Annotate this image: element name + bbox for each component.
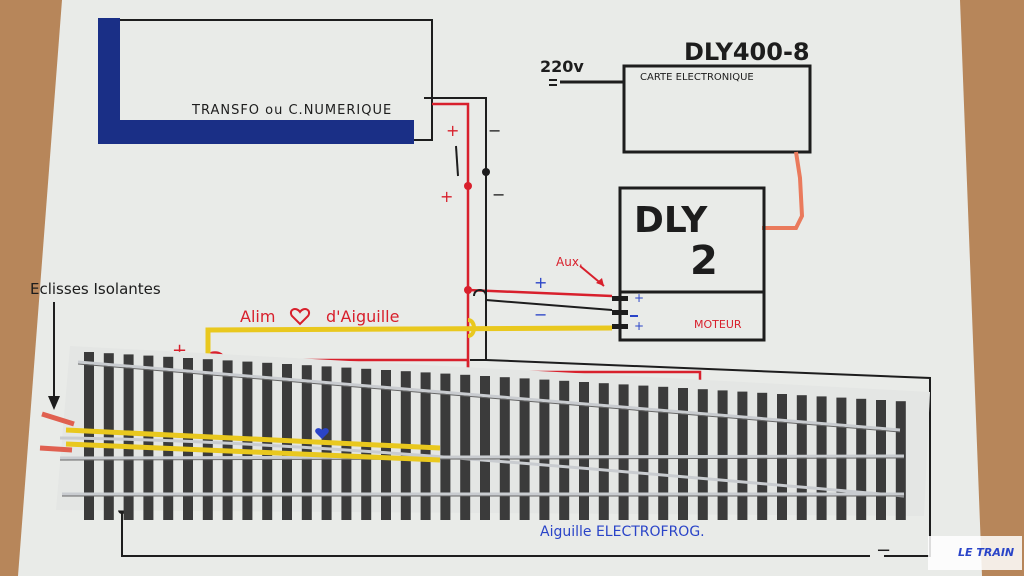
dly2-box: DLY 2 MOTEUR Aux. + + (556, 186, 766, 342)
alim-label: Alim (240, 307, 275, 326)
svg-text:+: + (534, 273, 547, 292)
terminal-1 (612, 296, 628, 301)
svg-text:−: − (492, 185, 505, 204)
track-sleeper (460, 374, 471, 520)
terminal-2 (612, 310, 628, 315)
svg-text:+: + (440, 187, 453, 206)
transfo-label: TRANSFO ou C.NUMERIQUE (191, 103, 392, 118)
terminal-3 (612, 324, 628, 329)
track-sleeper (638, 385, 649, 520)
carte-electronique-box: DLY400-8 CARTE ELECTRONIQUE 220v (540, 38, 812, 154)
track-sleeper (519, 378, 530, 520)
track-sleeper (202, 359, 213, 520)
track-sleeper (598, 383, 609, 520)
orange-link-cable (762, 151, 805, 230)
track-sleeper (658, 386, 669, 520)
svg-text:LE TRAIN: LE TRAIN (958, 546, 1014, 559)
svg-text:+: + (634, 291, 644, 305)
svg-text:−: − (534, 305, 547, 324)
svg-text:+: + (446, 121, 459, 140)
track-sleeper (183, 358, 193, 520)
track-sleeper (480, 376, 490, 520)
dly-title: DLY (634, 200, 708, 241)
dly400-title: DLY400-8 (684, 38, 810, 66)
transfo-blue-bottom (98, 120, 414, 144)
watermark-logo: LE TRAIN (928, 536, 1022, 570)
svg-text:+: + (634, 319, 644, 333)
track-turnout (39, 346, 930, 520)
heart-icon (290, 308, 310, 326)
eclisses-label: Eclisses Isolantes (30, 280, 161, 298)
aiguille-label: d'Aiguille (326, 307, 399, 326)
track-sleeper (876, 400, 886, 520)
transfo-box: TRANSFO ou C.NUMERIQUE (98, 18, 433, 144)
track-sleeper (103, 353, 114, 520)
track-sleeper (559, 380, 570, 520)
track-sleeper (697, 389, 708, 520)
blue-heart-icon (315, 428, 329, 439)
track-sleeper (163, 356, 174, 520)
track-sleeper (579, 382, 589, 520)
svg-text:−: − (876, 540, 891, 561)
dly-number: 2 (690, 238, 718, 284)
svg-text:−: − (488, 121, 501, 140)
electrofrog-label: Aiguille ELECTROFROG. (540, 524, 705, 540)
transfo-blue-left (98, 18, 120, 142)
track-sleeper (143, 355, 154, 520)
track-sleeper (440, 373, 451, 520)
track-sleeper (499, 377, 510, 520)
track-sleeper (539, 379, 550, 520)
220v-label: 220v (540, 57, 584, 76)
aux-label: Aux. (556, 255, 583, 269)
black-wires (121, 97, 931, 557)
track-sleeper (123, 354, 134, 520)
moteur-label: MOTEUR (694, 318, 742, 331)
carte-label: CARTE ELECTRONIQUE (640, 72, 754, 83)
track-sleeper (895, 401, 906, 520)
track-sleeper (836, 397, 847, 520)
track-sleeper (618, 384, 629, 520)
track-sleeper (856, 398, 867, 520)
track-sleeper (84, 352, 94, 520)
track-sleeper (678, 388, 688, 520)
